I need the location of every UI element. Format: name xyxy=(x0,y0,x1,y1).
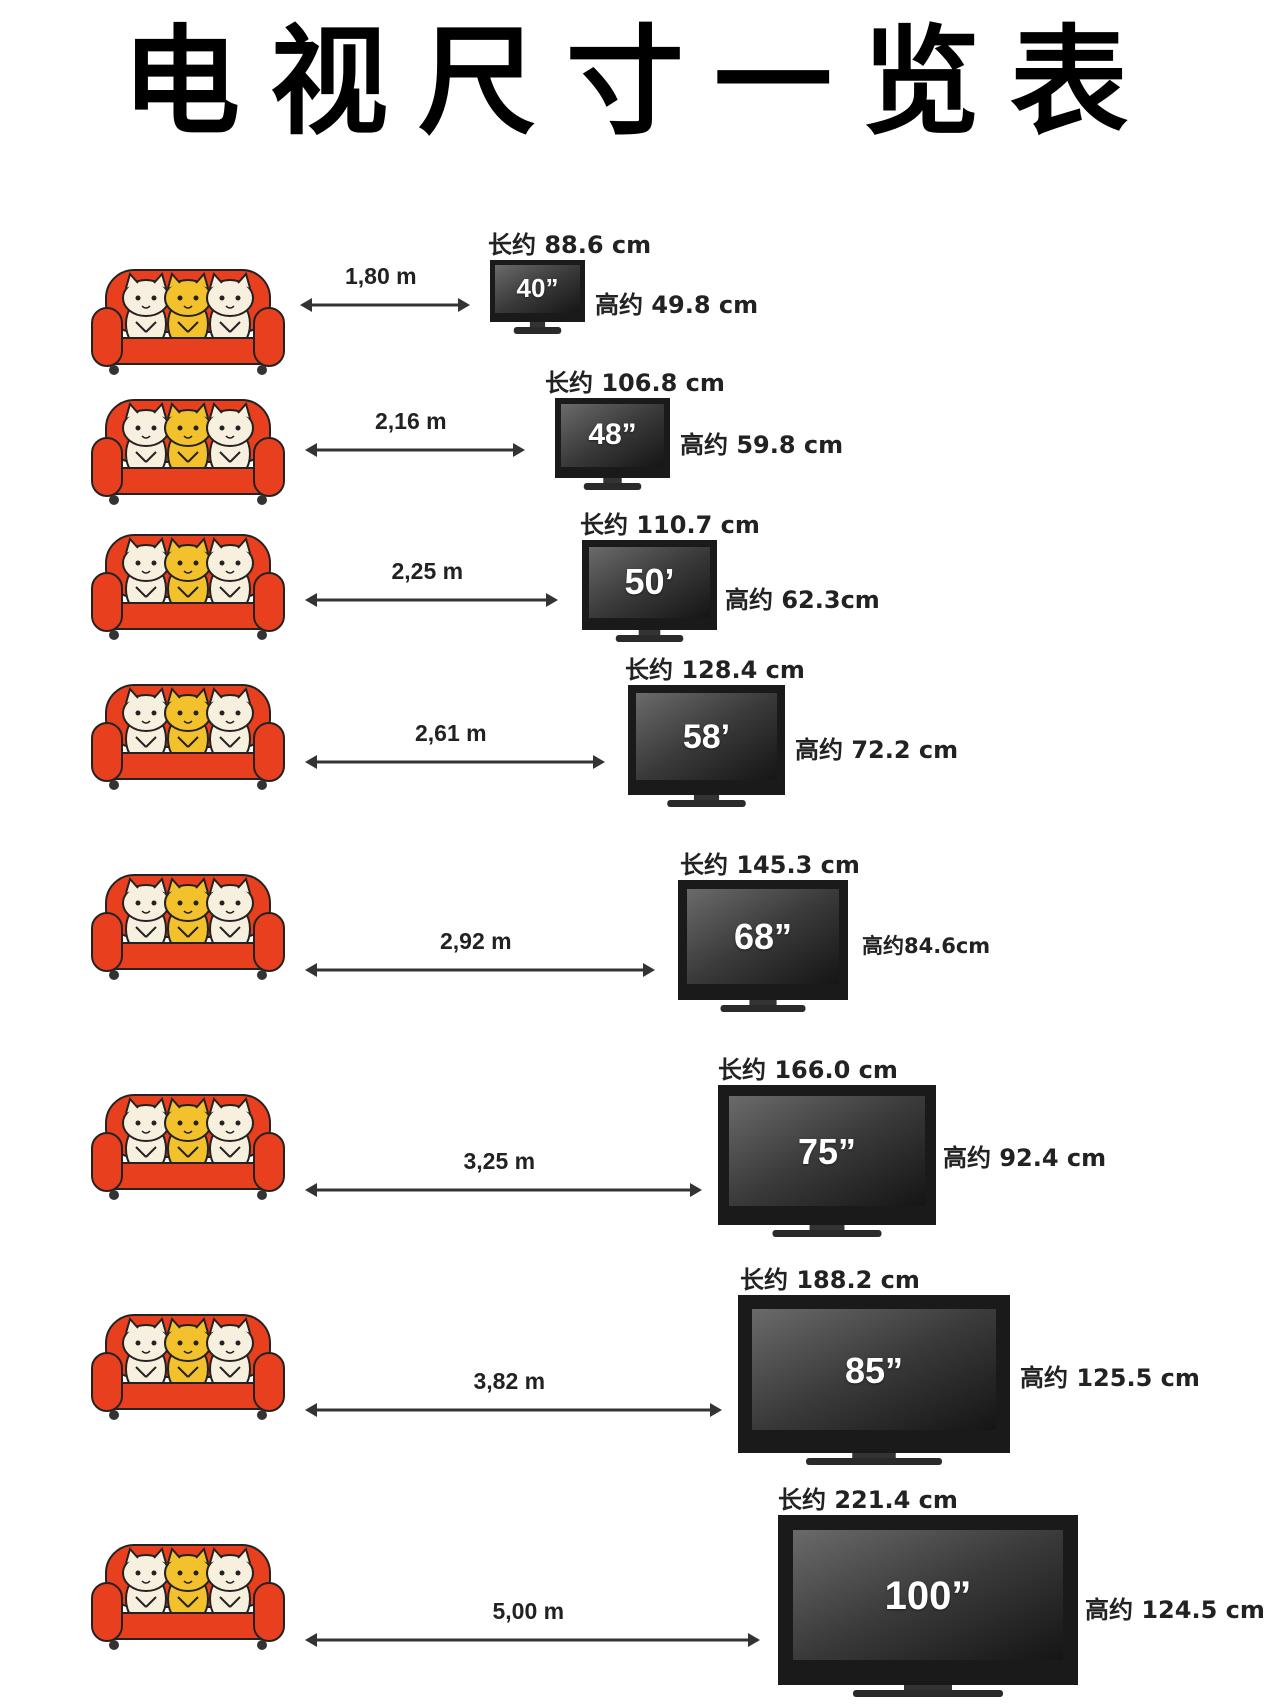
viewing-distance-label: 2,16 m xyxy=(375,408,447,434)
tv-icon: 100” xyxy=(778,1515,1078,1699)
tv-height-label: 高约 49.8 cm xyxy=(595,291,759,319)
viewing-distance-label: 3,82 m xyxy=(473,1368,546,1394)
tv-icon: 50’ xyxy=(582,540,717,644)
sofa-icon xyxy=(91,399,285,505)
sofa-icon xyxy=(91,874,285,980)
viewing-distance-label: 2,25 m xyxy=(391,558,464,584)
double-arrow-icon xyxy=(305,755,605,769)
viewing-distance-label: 1,80 m xyxy=(345,263,417,289)
viewing-distance-label: 2,92 m xyxy=(440,928,512,954)
double-arrow-icon xyxy=(305,443,525,457)
tv-height-label: 高约 62.3cm xyxy=(725,586,880,614)
tv-size-label: 68” xyxy=(733,916,793,958)
sofa-icon xyxy=(91,269,285,375)
tv-height-label: 高约 59.8 cm xyxy=(680,431,844,459)
tv-size-row: 2,16 m 48” 长约 106.8 cm 高约 59.8 cm xyxy=(0,369,1280,570)
cat-white-icon xyxy=(122,686,170,766)
sofa-icon xyxy=(91,1544,285,1650)
tv-size-label: 58’ xyxy=(682,717,731,756)
viewing-distance-label: 2,61 m xyxy=(415,720,487,746)
tv-size-label: 75” xyxy=(797,1131,857,1173)
tv-size-label: 50’ xyxy=(624,561,675,603)
tv-length-label: 长约 188.2 cm xyxy=(740,1266,920,1294)
viewing-distance-label: 5,00 m xyxy=(492,1598,565,1624)
tv-size-row: 5,00 m 100” 长约 221.4 cm 高约 124.5 cm xyxy=(0,1480,1280,1697)
page-title: 电视尺寸一览表 xyxy=(121,13,1158,151)
double-arrow-icon xyxy=(305,1403,722,1417)
cat-white-icon xyxy=(206,401,254,481)
tv-size-row: 2,61 m 58’ 长约 128.4 cm 高约 72.2 cm xyxy=(0,650,1280,850)
tv-height-label: 高约 72.2 cm xyxy=(795,736,959,764)
double-arrow-icon xyxy=(300,298,470,312)
tv-size-row: 3,25 m 75” 长约 166.0 cm 高约 92.4 cm xyxy=(0,1050,1280,1250)
tv-size-row: 3,82 m 85” 长约 188.2 cm 高约 125.5 cm xyxy=(0,1260,1280,1465)
tv-icon: 68” xyxy=(678,880,848,1014)
tv-length-label: 长约 128.4 cm xyxy=(625,656,805,684)
tv-height-label: 高约84.6cm xyxy=(862,934,991,958)
tv-icon: 85” xyxy=(738,1295,1010,1467)
tv-size-row: 1,80 m 40” 长约 88.6 cm 高约 49.8 cm xyxy=(0,231,1280,435)
double-arrow-icon xyxy=(305,1633,760,1647)
sofa-icon xyxy=(91,684,285,790)
sofa-icon xyxy=(91,1314,285,1420)
tv-size-row: 2,25 m 50’ 长约 110.7 cm 高约 62.3cm xyxy=(0,505,1280,705)
double-arrow-icon xyxy=(305,1183,702,1197)
sofa-icon xyxy=(91,1094,285,1200)
tv-icon: 75” xyxy=(718,1085,936,1239)
tv-length-label: 长约 88.6 cm xyxy=(488,231,652,259)
tv-icon: 58’ xyxy=(628,685,785,809)
tv-length-label: 长约 110.7 cm xyxy=(580,511,760,539)
tv-length-label: 长约 166.0 cm xyxy=(718,1056,898,1084)
tv-height-label: 高约 92.4 cm xyxy=(943,1144,1107,1172)
double-arrow-icon xyxy=(305,593,558,607)
tv-length-label: 长约 221.4 cm xyxy=(778,1486,958,1514)
tv-size-label: 85” xyxy=(844,1350,904,1392)
tv-icon: 48” xyxy=(555,398,670,492)
tv-size-label: 48” xyxy=(588,418,637,451)
sofa-icon xyxy=(91,534,285,640)
tv-length-label: 长约 106.8 cm xyxy=(545,369,725,397)
double-arrow-icon xyxy=(305,963,655,977)
tv-size-row: 2,92 m 68” 长约 145.3 cm 高约84.6cm xyxy=(0,840,1280,1040)
tv-size-label: 40” xyxy=(516,273,559,304)
tv-icon: 40” xyxy=(490,260,585,336)
tv-height-label: 高约 124.5 cm xyxy=(1085,1596,1265,1624)
tv-length-label: 长约 145.3 cm xyxy=(680,851,860,879)
tv-height-label: 高约 125.5 cm xyxy=(1020,1364,1200,1392)
viewing-distance-label: 3,25 m xyxy=(463,1148,536,1174)
tv-size-label: 100” xyxy=(884,1574,972,1618)
